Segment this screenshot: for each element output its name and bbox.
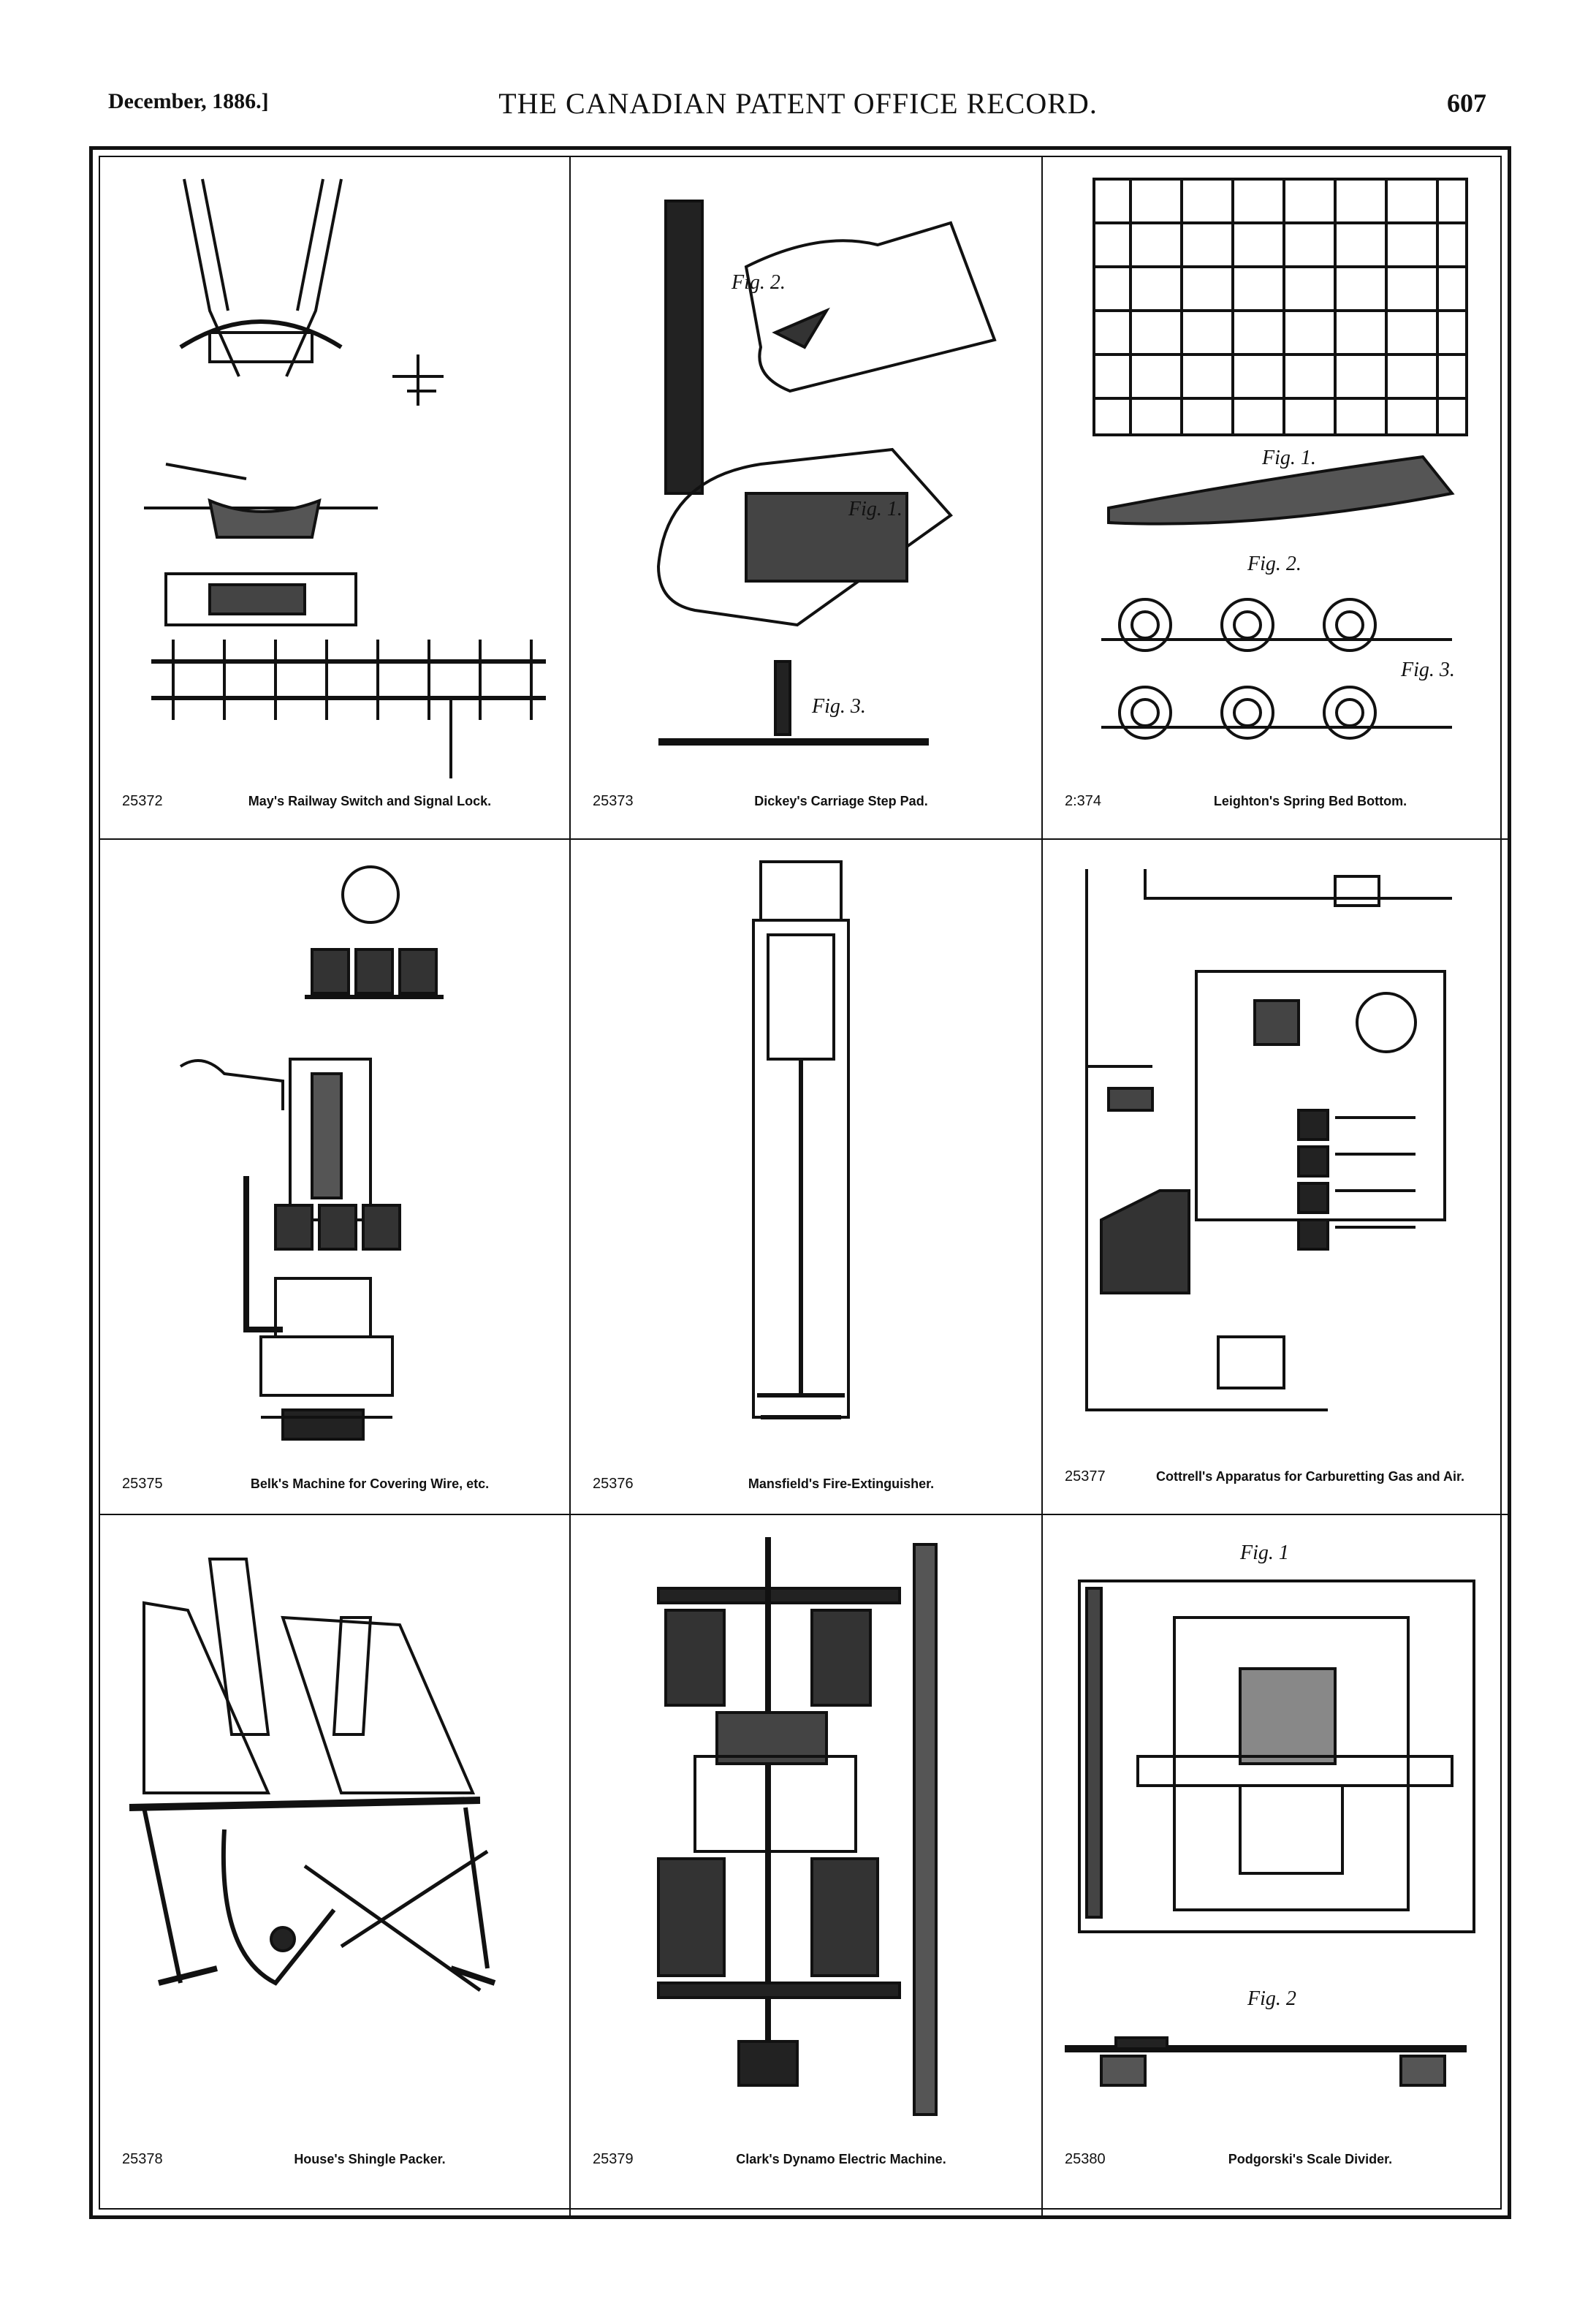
fig-2-label: Fig. 2 <box>1247 1987 1296 2010</box>
dynamo-electric-machine-illustration <box>657 1537 938 2116</box>
patent-number: 25379 <box>593 2151 634 2167</box>
shingle-packer-illustration <box>129 1558 496 1992</box>
patent-cell-25380: Fig. 1 Fig. 2 25380 Podgorski's Scale Di… <box>1043 1515 1508 2215</box>
patent-caption-25377: 25377 Cottrell's Apparatus for Carburett… <box>1043 1468 1508 1484</box>
patent-caption-25380: 25380 Podgorski's Scale Divider. <box>1043 2151 1508 2167</box>
patent-plate-frame: 25372 May's Railway Switch and Signal Lo… <box>89 146 1511 2219</box>
journal-title: THE CANADIAN PATENT OFFICE RECORD. <box>498 87 1098 120</box>
fig-2-label: Fig. 2. <box>1247 553 1302 575</box>
patent-title: May's Railway Switch and Signal Lock. <box>248 794 492 808</box>
fig-1-label: Fig. 1. <box>1261 447 1316 469</box>
spring-bed-illustration: Fig. 1. Fig. 2. Fig. 3. <box>1092 178 1468 740</box>
fig-3-label: Fig. 3. <box>1400 659 1455 681</box>
patent-cell-25374: Fig. 1. Fig. 2. Fig. 3. 2:374 Leighton's… <box>1043 157 1508 840</box>
patent-title: Podgorski's Scale Divider. <box>1228 2152 1393 2166</box>
patent-caption-25374: 2:374 Leighton's Spring Bed Bottom. <box>1043 793 1508 809</box>
patent-title: Belk's Machine for Covering Wire, etc. <box>250 1476 490 1491</box>
patent-number: 2:374 <box>1065 793 1102 809</box>
patent-caption-25378: 25378 House's Shingle Packer. <box>100 2151 569 2167</box>
fig-3-label: Fig. 3. <box>811 695 866 718</box>
patent-title: House's Shingle Packer. <box>294 2152 446 2166</box>
fig-1-label: Fig. 1 <box>1239 1542 1289 1564</box>
patent-number: 25375 <box>122 1476 163 1492</box>
wire-covering-machine-illustration <box>179 865 444 1441</box>
fig-1-label: Fig. 1. <box>848 498 902 520</box>
patent-cell-25378: 25378 House's Shingle Packer. <box>100 1515 571 2215</box>
patent-caption-25373: 25373 Dickey's Carriage Step Pad. <box>571 793 1041 809</box>
carburetting-apparatus-illustration <box>1085 869 1452 1411</box>
patent-cell-25372: 25372 May's Railway Switch and Signal Lo… <box>100 157 571 840</box>
patent-caption-25372: 25372 May's Railway Switch and Signal Lo… <box>100 793 569 809</box>
patent-number: 25376 <box>593 1476 634 1492</box>
patent-caption-25375: 25375 Belk's Machine for Covering Wire, … <box>100 1476 569 1492</box>
carriage-step-illustration: Fig. 2. Fig. 1. Fig. 3. <box>656 200 997 746</box>
page-number: 607 <box>1447 88 1486 118</box>
patent-cell-25377: 25377 Cottrell's Apparatus for Carburett… <box>1043 840 1508 1515</box>
fig-2-label: Fig. 2. <box>731 271 786 294</box>
patent-number: 25377 <box>1065 1468 1106 1484</box>
patent-title: Dickey's Carriage Step Pad. <box>754 794 928 808</box>
patent-title: Mansfield's Fire-Extinguisher. <box>748 1476 935 1491</box>
patent-cell-25373: Fig. 2. Fig. 1. Fig. 3. 25373 Dickey's C… <box>571 157 1043 840</box>
patent-cell-25376: 25376 Mansfield's Fire-Extinguisher. <box>571 840 1043 1515</box>
railway-switch-illustration <box>144 178 546 778</box>
patent-number: 25372 <box>122 793 163 809</box>
patent-title: Cottrell's Apparatus for Carburetting Ga… <box>1155 1469 1464 1484</box>
patent-number: 25378 <box>122 2151 163 2167</box>
scale-divider-illustration: Fig. 1 Fig. 2 <box>1065 1542 1475 2087</box>
header-date: December, 1886.] <box>108 89 269 113</box>
fire-extinguisher-illustration <box>752 860 850 1419</box>
patent-number: 25380 <box>1065 2151 1106 2167</box>
patent-title: Clark's Dynamo Electric Machine. <box>736 2152 946 2166</box>
patent-cell-25375: 25375 Belk's Machine for Covering Wire, … <box>100 840 571 1515</box>
patent-number: 25373 <box>593 793 634 809</box>
patent-title: Leighton's Spring Bed Bottom. <box>1213 794 1407 808</box>
patent-plate-inner-border: 25372 May's Railway Switch and Signal Lo… <box>99 156 1508 2215</box>
patent-caption-25376: 25376 Mansfield's Fire-Extinguisher. <box>571 1476 1041 1492</box>
patent-cell-25379: 25379 Clark's Dynamo Electric Machine. <box>571 1515 1043 2215</box>
patent-caption-25379: 25379 Clark's Dynamo Electric Machine. <box>571 2151 1041 2167</box>
